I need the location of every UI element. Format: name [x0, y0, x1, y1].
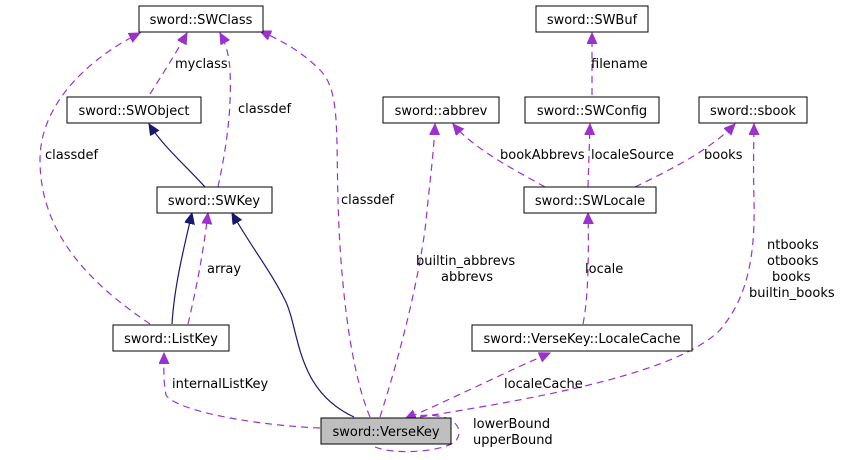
- label-books: books: [704, 148, 743, 163]
- edge-sbook-books: [419, 124, 754, 418]
- node-abbrev[interactable]: sword::abbrev: [382, 96, 500, 124]
- label-array: array: [207, 262, 241, 277]
- edge-myclass: [149, 33, 187, 95]
- node-swobject[interactable]: sword::SWObject: [66, 96, 202, 124]
- node-swclass[interactable]: sword::SWClass: [138, 5, 264, 33]
- edge-labels: myclass classdef classdef classdef filen…: [45, 57, 835, 448]
- label-lowerbound: lowerBound: [473, 417, 550, 432]
- node-listkey[interactable]: sword::ListKey: [112, 324, 230, 352]
- edge-swkey-to-versekey: [232, 213, 355, 418]
- node-swconfig[interactable]: sword::SWConfig: [524, 96, 660, 124]
- node-sbook[interactable]: sword::sbook: [698, 96, 808, 124]
- edge-classdef-versekey: [260, 31, 371, 418]
- node-label: sword::sbook: [710, 104, 796, 119]
- node-label: sword::VerseKey: [332, 425, 439, 440]
- node-label: sword::SWObject: [79, 104, 190, 119]
- label-filename: filename: [591, 57, 648, 72]
- label-classdef-left: classdef: [45, 148, 99, 163]
- node-swbuf[interactable]: sword::SWBuf: [535, 5, 649, 33]
- edge-localecache: [409, 353, 550, 418]
- label-bookabbrevs: bookAbbrevs: [500, 148, 585, 163]
- node-label: sword::SWBuf: [547, 13, 638, 28]
- edge-self-bounds: [374, 415, 460, 453]
- label-classdef-right: classdef: [341, 193, 395, 208]
- label-abbrevs: abbrevs: [441, 270, 493, 285]
- label-locale: locale: [585, 262, 623, 277]
- node-label: sword::SWConfig: [537, 104, 647, 119]
- edge-books: [634, 124, 735, 188]
- node-label: sword::VerseKey::LocaleCache: [484, 332, 681, 347]
- node-swkey[interactable]: sword::SWKey: [156, 186, 273, 214]
- label-otbooks: otbooks: [767, 254, 819, 269]
- label-localecache: localeCache: [504, 377, 583, 392]
- node-localecache[interactable]: sword::VerseKey::LocaleCache: [471, 324, 693, 352]
- label-ntbooks: ntbooks: [767, 238, 819, 253]
- edge-swobject-to-swkey: [149, 124, 206, 188]
- node-swlocale[interactable]: sword::SWLocale: [523, 186, 657, 214]
- edge-localesource: [588, 124, 590, 188]
- edges: [39, 31, 754, 453]
- label-myclass: myclass: [175, 57, 228, 72]
- node-label: sword::abbrev: [395, 104, 488, 119]
- edge-classdef-listkey: [39, 32, 151, 325]
- label-builtin-abbrevs: builtin_abbrevs: [416, 254, 515, 269]
- label-internallistkey: internalListKey: [172, 377, 268, 392]
- edge-locale: [582, 213, 588, 325]
- edge-bookabbrevs: [453, 124, 546, 188]
- node-versekey[interactable]: sword::VerseKey: [320, 417, 452, 445]
- node-label: sword::SWLocale: [535, 194, 645, 209]
- label-upperbound: upperBound: [473, 433, 553, 448]
- node-label: sword::SWKey: [168, 194, 260, 209]
- edge-swkey-to-listkey-a: [171, 213, 192, 325]
- node-label: sword::ListKey: [124, 332, 218, 347]
- edge-internallistkey: [164, 353, 321, 429]
- label-localesource: localeSource: [591, 148, 674, 163]
- edge-classdef-swkey: [217, 33, 231, 188]
- edge-builtin-abbrevs: [379, 124, 435, 418]
- label-builtin-books: builtin_books: [749, 286, 835, 301]
- edge-array: [187, 213, 208, 325]
- node-label: sword::SWClass: [150, 13, 253, 28]
- label-books-versekey: books: [772, 270, 811, 285]
- label-classdef-swobject: classdef: [238, 102, 292, 117]
